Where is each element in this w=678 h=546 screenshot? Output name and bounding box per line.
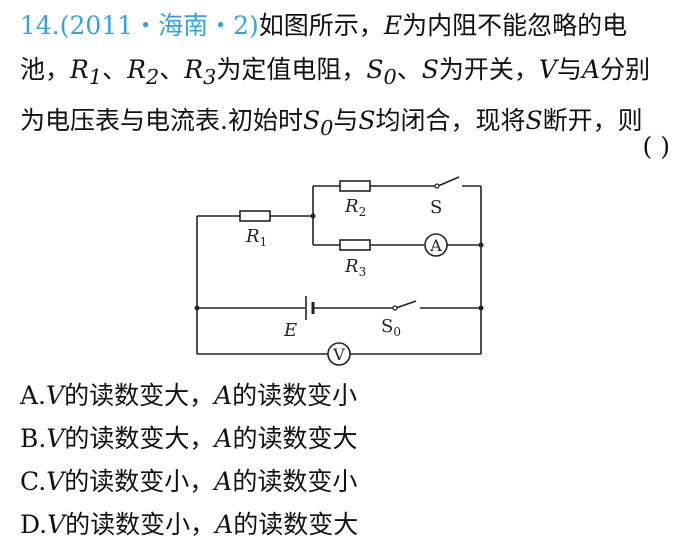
sym-S: S	[421, 55, 439, 84]
sym-A: A	[214, 424, 233, 453]
sym-A: A	[214, 381, 233, 410]
label-e: E	[283, 320, 297, 341]
option-letter: D.	[20, 510, 48, 539]
sym-S0-b: S	[302, 106, 321, 135]
sym-R1-sub: 1	[88, 65, 103, 89]
option-letter: A.	[20, 381, 47, 410]
junction-dot	[194, 305, 200, 311]
option-text: 的读数变大，	[64, 424, 215, 453]
sym-S-b: S	[358, 106, 376, 135]
label-s0: S0	[381, 316, 401, 339]
option-letter: C.	[20, 467, 47, 496]
sym-V: V	[46, 424, 65, 453]
sep: 、	[102, 55, 128, 84]
option-text: 的读数变大，	[64, 381, 215, 410]
sym-V: V	[46, 467, 65, 496]
sym-S-c: S	[525, 106, 543, 135]
options-list: A.V的读数变大，A的读数变小 B.V的读数变大，A的读数变大 C.V的读数变小…	[20, 374, 660, 546]
option-text: 的读数变小，	[65, 510, 216, 539]
label-s: S	[430, 197, 442, 218]
sym-S0-sub: 0	[383, 65, 397, 89]
option-b[interactable]: B.V的读数变大，A的读数变大	[20, 417, 660, 460]
stem-text-5: 与	[556, 55, 582, 84]
option-text: 的读数变小，	[64, 467, 215, 496]
label-r1: R1	[245, 226, 267, 249]
question-stem: 14.(2011・海南・2)如图所示，E为内阻不能忽略的电池，R1、R2、R3为…	[20, 4, 660, 150]
sym-A: A	[582, 55, 601, 84]
resistor-r1	[239, 210, 271, 222]
sym-S0-b-sub: 0	[320, 116, 334, 140]
option-letter: B.	[20, 424, 47, 453]
ammeter-symbol: A	[429, 236, 442, 255]
sep: 、	[159, 55, 185, 84]
sym-R2-sub: 2	[145, 65, 160, 89]
option-c[interactable]: C.V的读数变小，A的读数变小	[20, 460, 660, 503]
sym-A: A	[214, 467, 233, 496]
sym-A: A	[215, 510, 234, 539]
sep: 、	[396, 55, 422, 84]
switch-contact	[392, 305, 398, 311]
junction-dot	[478, 305, 484, 311]
sym-V: V	[46, 381, 65, 410]
label-r2: R2	[344, 196, 366, 219]
resistor-r2	[339, 180, 371, 192]
sym-R3-sub: 3	[203, 65, 217, 89]
stem-text-7: 与	[333, 106, 359, 135]
option-text: 的读数变小	[232, 381, 358, 410]
answer-bracket: ( )	[642, 132, 670, 161]
option-d[interactable]: D.V的读数变小，A的读数变大	[20, 503, 660, 546]
option-text: 的读数变大	[232, 424, 358, 453]
sym-S0: S	[366, 55, 384, 84]
resistor-r3	[339, 239, 371, 251]
sym-V: V	[47, 510, 66, 539]
option-text: 的读数变大	[233, 510, 359, 539]
label-r3: R3	[344, 256, 366, 279]
voltmeter-symbol: V	[332, 345, 345, 364]
stem-text-1: 如图所示，	[258, 11, 384, 40]
sym-E: E	[383, 11, 403, 40]
stem-text-3: 为定值电阻，	[216, 55, 367, 84]
sym-R2: R	[127, 55, 146, 84]
junction-dot	[478, 242, 484, 248]
stem-text-2: 为内阻不能忽略的电池，	[20, 11, 628, 84]
stem-text-4: 为开关，	[438, 55, 539, 84]
stem-text-8: 均闭合，现将	[375, 106, 526, 135]
option-a[interactable]: A.V的读数变大，A的读数变小	[20, 374, 660, 417]
sym-V: V	[538, 55, 557, 84]
switch-s0-blade	[395, 300, 417, 309]
stem-text-9: 断开，则	[542, 106, 643, 135]
stem-text-6: 分别为电压表与电流表.初始时	[20, 55, 651, 135]
option-text: 的读数变小	[232, 467, 358, 496]
question-number: 14.(2011・海南・2)	[20, 11, 259, 40]
sym-R1: R	[70, 55, 89, 84]
junction-dot	[310, 213, 316, 219]
switch-contact	[434, 183, 440, 189]
sym-R3: R	[184, 55, 204, 84]
switch-s-blade	[437, 176, 460, 187]
